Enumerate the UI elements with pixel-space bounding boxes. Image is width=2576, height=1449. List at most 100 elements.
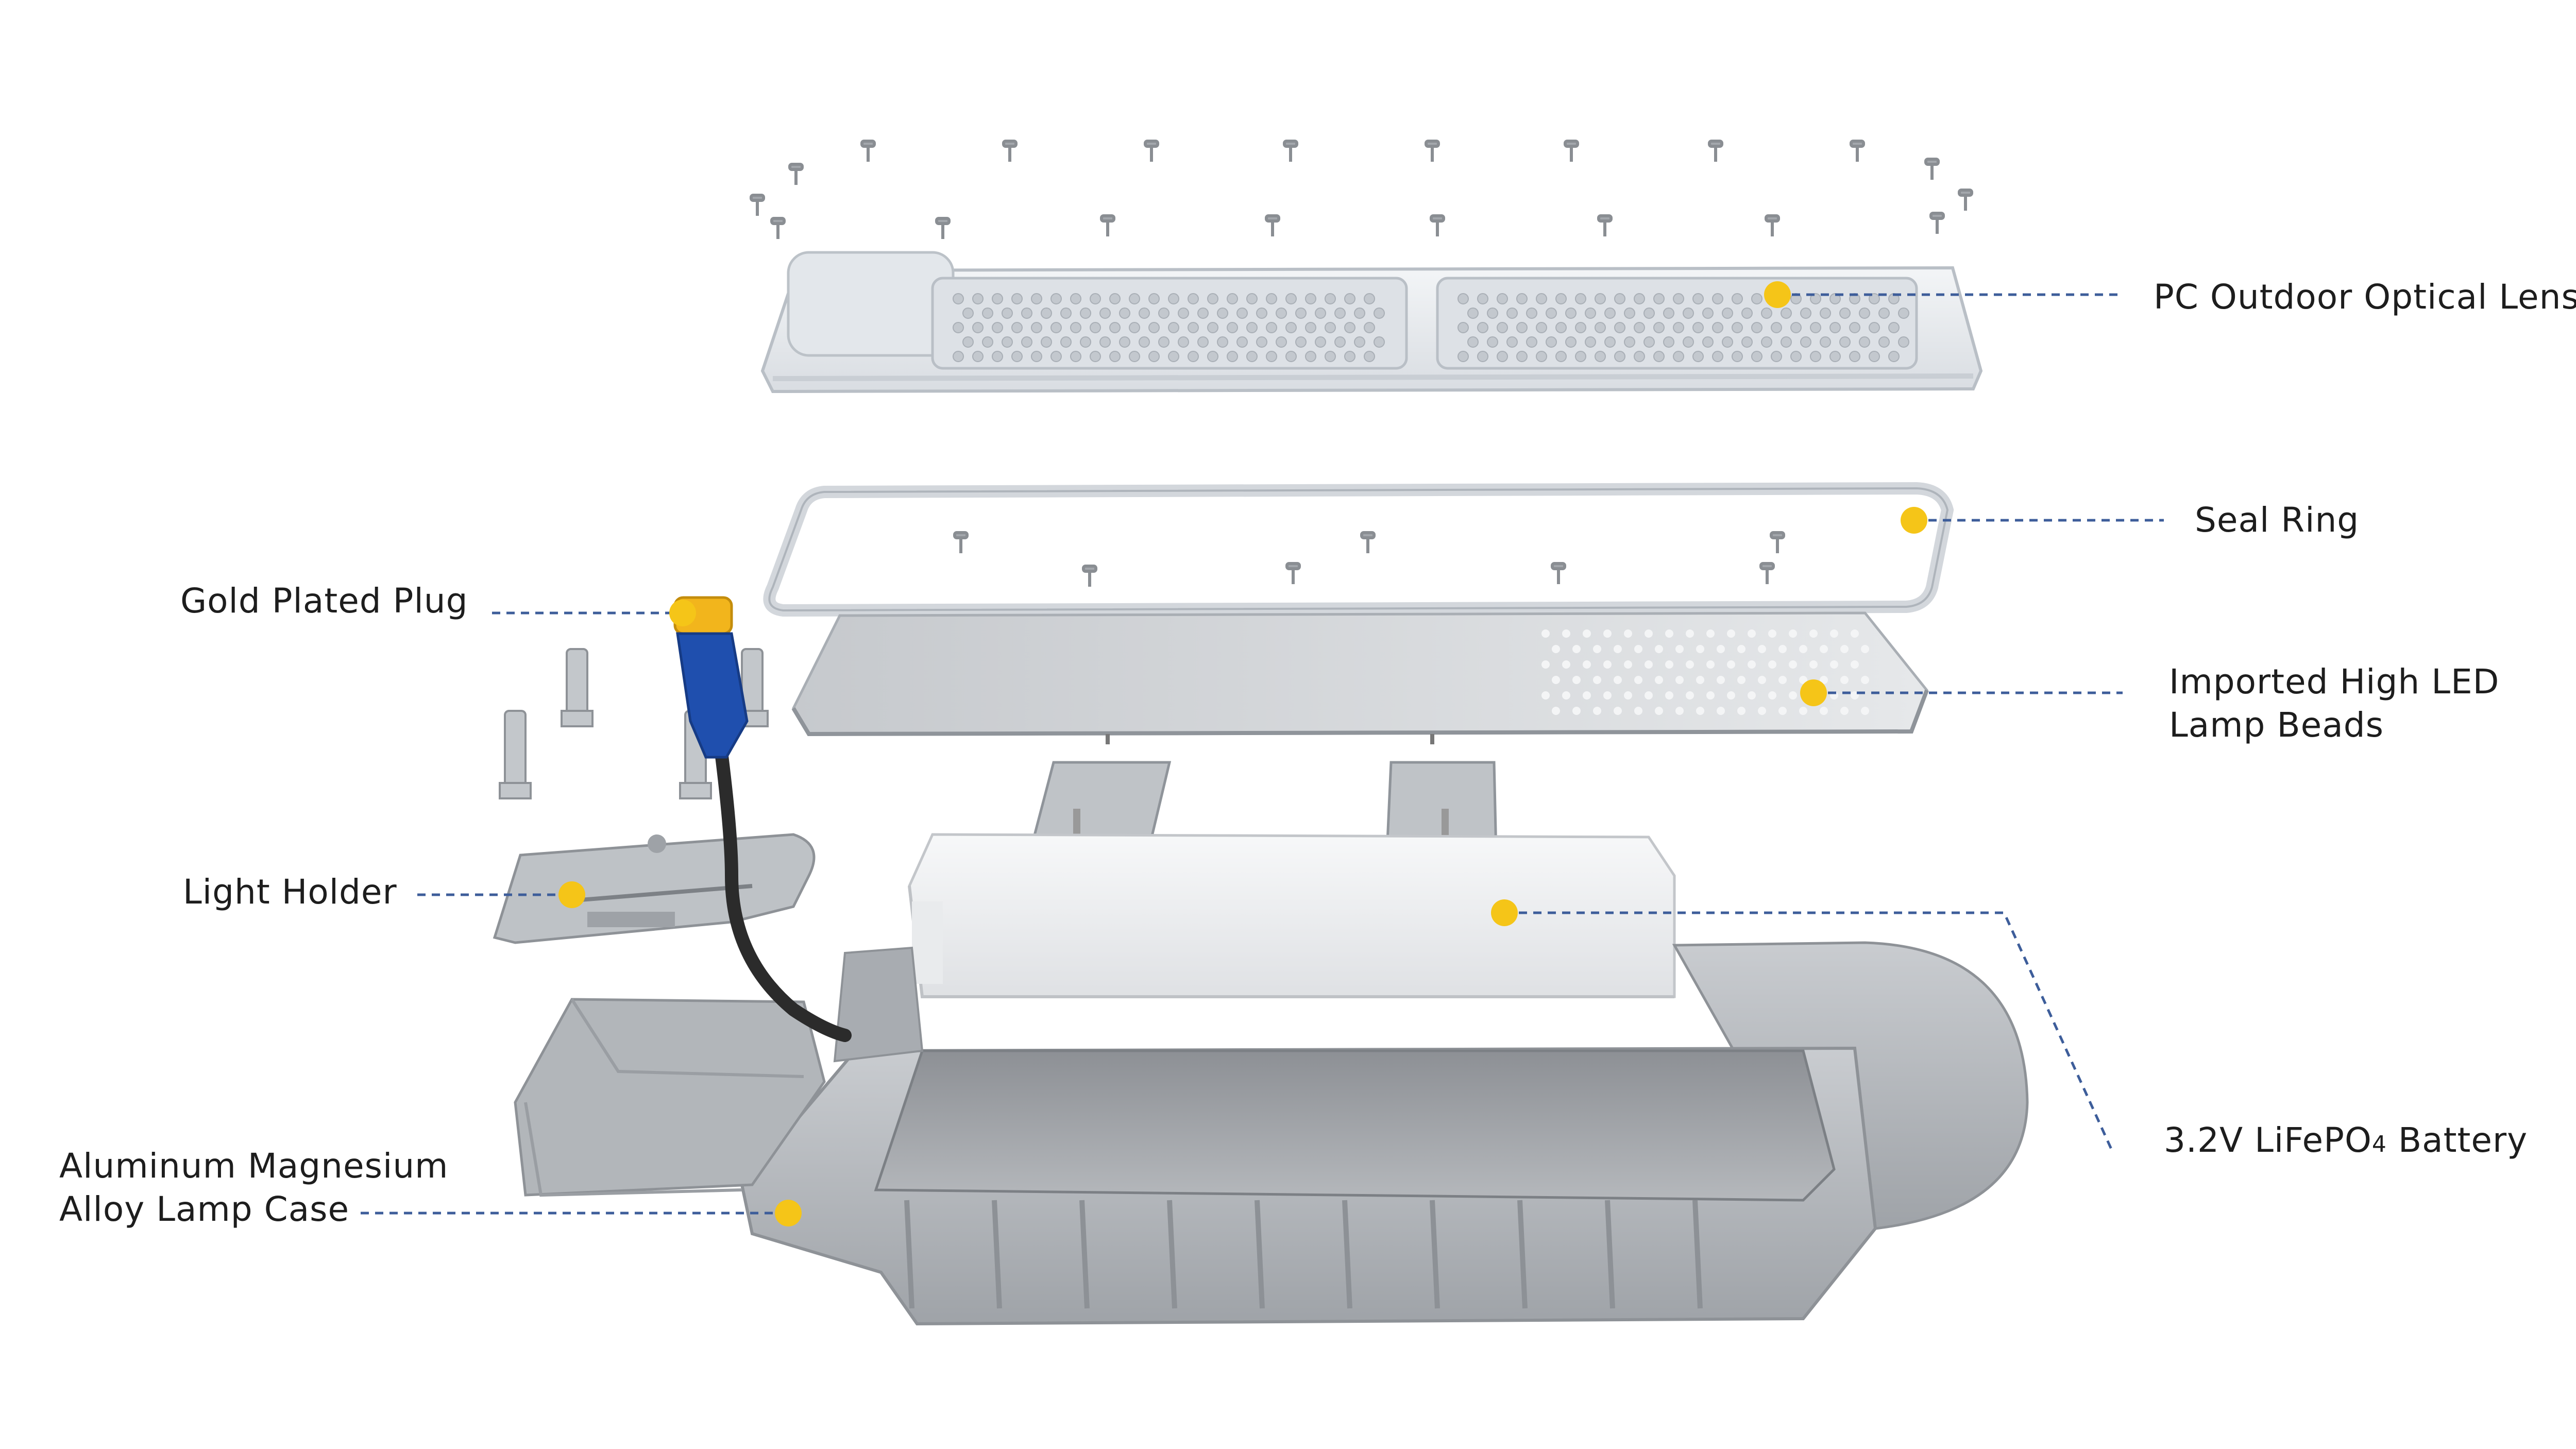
lens-dot [992,322,1003,333]
led-bead [1562,691,1570,700]
led-bead [1614,676,1622,684]
screw-icon [1551,562,1566,584]
lens-dot [1712,351,1723,362]
lens-dot [1236,308,1248,319]
lens-dot [1849,322,1860,333]
lens-dot [1869,293,1880,304]
lens-dot [1246,322,1258,333]
lens-dot [1139,336,1150,348]
lens-dot [1188,322,1199,333]
label-led-line2: Lamp Beads [2169,705,2384,745]
led-bead [1686,691,1694,700]
led-bead [1758,645,1766,653]
screw-icon [1285,562,1301,584]
led-bead [1778,676,1787,684]
led-bead [1717,707,1725,715]
lens-dot [1236,336,1248,348]
screw-icon [1929,212,1945,234]
lens-dot [1099,308,1111,319]
lens-dot [1305,351,1316,362]
screw-icon [1283,140,1298,162]
led-bead [1717,676,1725,684]
led-bead [1861,676,1869,684]
case-rib [904,1200,914,1309]
lens-dot [1129,351,1140,362]
lens-dot [1692,351,1704,362]
lens-dot [1070,351,1081,362]
case-rib [1079,1200,1090,1309]
lens-dot [1109,322,1121,333]
led-bead [1840,645,1849,653]
lens-dot [1722,336,1733,348]
lens-dot [1506,336,1518,348]
lens-dot [1168,293,1179,304]
lens-dot [1888,322,1900,333]
lens-dot [1516,322,1528,333]
lens-dot [1506,308,1518,319]
lens-dot [1227,351,1238,362]
marker-seal [1901,507,1927,534]
led-bead [1737,707,1745,715]
led-bead [1706,629,1715,638]
lens-dot [1354,308,1365,319]
lens-dot [1810,322,1821,333]
lens-dot [1158,308,1170,319]
lens-dot [1060,336,1072,348]
led-bead [1717,645,1725,653]
lens-dot [1109,293,1121,304]
lens-dot [1634,351,1645,362]
lens-dot [962,308,974,319]
marker-case [775,1200,802,1226]
lens-dot [1050,322,1062,333]
lens-dot [1227,293,1238,304]
led-bead [1552,676,1560,684]
led-bead [1655,645,1663,653]
led-bead [1851,660,1859,669]
led-bead [1840,676,1849,684]
led-bead [1665,629,1673,638]
lens-dot [953,351,964,362]
lens-dot [982,308,993,319]
marker-dots [558,281,1927,1226]
lens-dot [1467,336,1479,348]
lens-dot [1575,293,1586,304]
lens-dot [1031,351,1042,362]
led-bead [1675,676,1684,684]
lens-dot [1139,308,1150,319]
led-bead [1861,645,1869,653]
lens-dot [1771,322,1782,333]
lens-dot [1732,351,1743,362]
marker-holder [558,881,585,908]
lens-dot [1575,351,1586,362]
lens-dot [1692,293,1704,304]
lens-dot [1859,336,1870,348]
led-bead [1799,707,1807,715]
led-bead [1748,660,1756,669]
screw-icon [1765,214,1780,236]
lens-dot [1148,322,1160,333]
lens-dot [1188,351,1199,362]
lens-dot [1207,293,1218,304]
led-bead [1820,676,1828,684]
screw-icon [1082,565,1097,587]
lens-dot [1653,322,1665,333]
led-bead [1748,691,1756,700]
lens-dot [1099,336,1111,348]
lens-dot [1354,336,1365,348]
led-bead [1645,691,1653,700]
lens-dot [1497,322,1508,333]
lens-dot [1364,293,1375,304]
lens-dot [1487,308,1498,319]
led-bead [1655,707,1663,715]
led-bead [1686,629,1694,638]
led-bead [1696,707,1704,715]
label-holder: Light Holder [183,872,397,912]
lens-dot [1070,293,1081,304]
screw-icon [1360,531,1376,553]
lens-dot [1168,351,1179,362]
screw-icon [1425,140,1440,162]
led-bead [1665,691,1673,700]
lens-dot [1477,293,1488,304]
